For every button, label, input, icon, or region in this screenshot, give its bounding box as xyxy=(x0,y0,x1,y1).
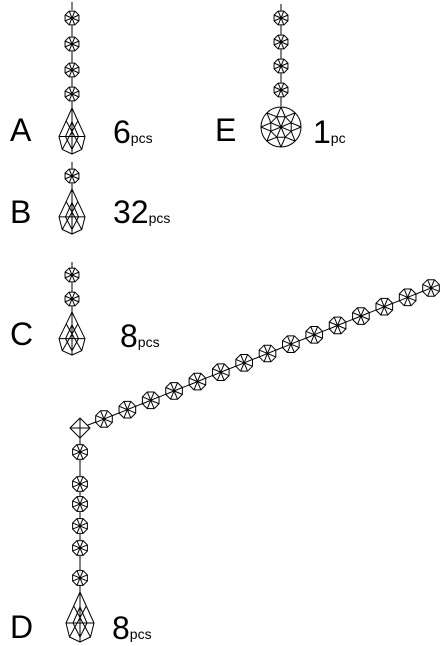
label-c: C xyxy=(10,316,34,352)
quantity-b-unit: pcs xyxy=(148,210,171,226)
octagon-bead-icon xyxy=(64,86,80,102)
octagon-bead-icon xyxy=(273,10,289,26)
octagon-bead-icon xyxy=(398,288,417,307)
quantity-a-unit: pcs xyxy=(130,130,153,146)
pendant-crystal-icon xyxy=(65,591,95,643)
quantity-a: 6pcs xyxy=(113,116,153,148)
quantity-b: 32pcs xyxy=(113,196,170,228)
octagon-bead-icon xyxy=(95,410,113,428)
quantity-e-unit: pc xyxy=(330,130,346,146)
label-a: A xyxy=(10,112,32,148)
quantity-e: 1pc xyxy=(313,116,346,148)
octagon-bead-icon xyxy=(188,372,207,391)
pendant-crystal-icon xyxy=(58,311,86,356)
octagon-bead-icon xyxy=(282,335,300,353)
octagon-bead-icon xyxy=(118,400,137,419)
quantity-d-unit: pcs xyxy=(129,626,152,642)
octagon-bead-icon xyxy=(64,291,80,307)
octagon-bead-icon xyxy=(273,58,289,74)
octagon-bead-icon xyxy=(72,444,88,460)
label-d: D xyxy=(10,609,34,645)
octagon-bead-icon xyxy=(64,10,80,26)
octagon-bead-icon xyxy=(375,297,394,316)
quantity-c-unit: pcs xyxy=(137,334,160,350)
octagon-bead-icon xyxy=(235,354,253,372)
strand-e xyxy=(260,4,302,148)
label-b: B xyxy=(10,194,32,230)
octagon-bead-icon xyxy=(422,279,440,297)
quantity-c-number: 8 xyxy=(120,318,138,354)
octagon-bead-icon xyxy=(72,570,88,586)
octagon-bead-icon xyxy=(64,267,80,283)
octagon-bead-icon xyxy=(165,382,183,400)
crystal-ball-icon xyxy=(260,106,302,148)
octagon-bead-icon xyxy=(211,363,230,382)
octagon-bead-icon xyxy=(72,496,88,512)
pendant-crystal-icon xyxy=(58,188,86,235)
quantity-d: 8pcs xyxy=(112,612,152,644)
octagon-bead-icon xyxy=(141,391,160,410)
octagon-bead-icon xyxy=(258,344,277,363)
strand-a xyxy=(58,2,86,155)
octagon-bead-icon xyxy=(328,316,347,335)
octagon-bead-icon xyxy=(352,307,370,325)
octagon-bead-icon xyxy=(72,476,88,492)
quantity-c: 8pcs xyxy=(120,320,160,352)
quantity-e-number: 1 xyxy=(313,114,331,150)
octagon-bead-icon xyxy=(305,325,324,344)
octagon-bead-icon xyxy=(273,34,289,50)
pendant-crystal-icon xyxy=(58,107,86,155)
quantity-b-number: 32 xyxy=(113,194,149,230)
diamond-connector-icon xyxy=(69,417,91,439)
label-e: E xyxy=(215,112,237,148)
quantity-a-number: 6 xyxy=(113,114,131,150)
octagon-bead-icon xyxy=(64,168,80,184)
octagon-bead-icon xyxy=(72,518,88,534)
octagon-bead-icon xyxy=(64,36,80,52)
strand-c xyxy=(58,262,86,356)
octagon-bead-icon xyxy=(64,62,80,78)
strand-b xyxy=(58,162,86,235)
octagon-bead-icon xyxy=(72,540,88,556)
quantity-d-number: 8 xyxy=(112,610,130,646)
strand-d xyxy=(65,279,440,643)
octagon-bead-icon xyxy=(273,82,289,98)
